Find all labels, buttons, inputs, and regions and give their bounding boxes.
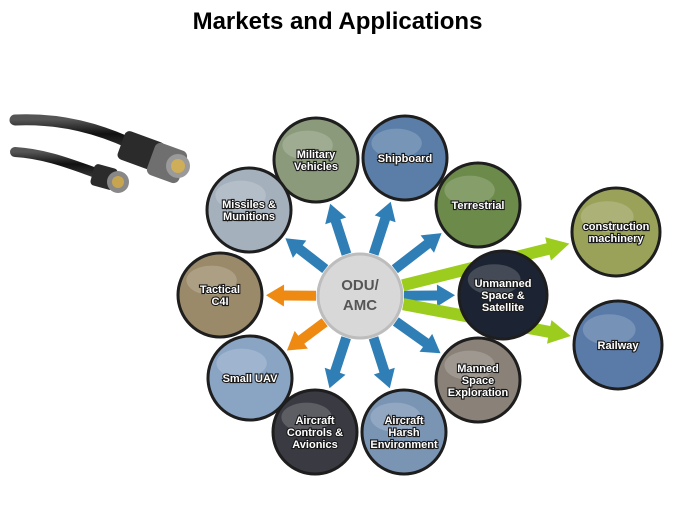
- arrow-to-unmanned-space: [404, 284, 455, 307]
- node-label: Terrestrial: [452, 200, 505, 212]
- node-label: machinery: [588, 233, 644, 245]
- node-photo-circle: [360, 388, 448, 476]
- arrow-to-shipboard: [368, 201, 396, 256]
- arrow-to-tactical-c4i: [266, 284, 316, 307]
- node-label: construction: [583, 221, 650, 233]
- hub-label-line-2: AMC: [343, 297, 377, 314]
- node-label: Environment: [370, 439, 438, 451]
- node-label: Railway: [598, 340, 640, 352]
- node-photo-circle: [457, 249, 549, 341]
- arrow-to-military-vehicles: [325, 203, 352, 256]
- arrow-to-aircraft-harsh: [368, 336, 395, 389]
- node-label: Aircraft: [384, 415, 423, 427]
- node-missiles: Missiles &Munitions: [205, 166, 293, 254]
- arrow-to-small-uav: [286, 318, 328, 351]
- page-title: Markets and Applications: [192, 8, 483, 35]
- hub-label-line-1: ODU/: [341, 277, 379, 294]
- node-label: Controls &: [287, 427, 343, 439]
- node-photo-circle: [176, 251, 264, 339]
- node-label: Military: [297, 149, 336, 161]
- node-label: Shipboard: [378, 153, 432, 165]
- node-label: Manned: [457, 363, 499, 375]
- arrow-to-manned-space: [392, 317, 441, 354]
- node-label: Space &: [481, 290, 524, 302]
- node-photo-circle: [434, 161, 522, 249]
- node-photo-circle: [570, 186, 662, 278]
- node-label: Small UAV: [223, 373, 278, 385]
- node-label: C4I: [211, 296, 228, 308]
- arrow-to-aircraft-controls: [324, 336, 351, 389]
- node-label: Harsh: [388, 427, 419, 439]
- node-label: Munitions: [223, 211, 275, 223]
- node-label: Missiles &: [222, 199, 276, 211]
- node-label: Avionics: [292, 439, 337, 451]
- node-label: Space: [462, 375, 494, 387]
- node-shipboard: Shipboard: [361, 114, 449, 202]
- node-label: Unmanned: [475, 278, 532, 290]
- node-photo-circle: [572, 299, 664, 391]
- arrow-to-terrestrial: [391, 233, 442, 274]
- hub-node: ODU/ AMC: [316, 252, 404, 340]
- node-label: Vehicles: [294, 161, 338, 173]
- node-photo-circle: [206, 334, 294, 422]
- node-label: Tactical: [200, 284, 240, 296]
- node-photo-circle: [205, 166, 293, 254]
- node-photo-circle: [272, 116, 360, 204]
- cable-connector-image: [9, 114, 190, 193]
- arrow-to-missiles: [285, 238, 329, 273]
- node-railway: Railway: [572, 299, 664, 391]
- node-terrestrial: Terrestrial: [434, 161, 522, 249]
- node-small-uav: Small UAV: [206, 334, 294, 422]
- node-photo-circle: [271, 388, 359, 476]
- node-label: Satellite: [482, 302, 524, 314]
- node-label: Aircraft: [295, 415, 334, 427]
- node-label: Exploration: [448, 387, 509, 399]
- node-photo-circle: [434, 336, 522, 424]
- node-photo-circle: [361, 114, 449, 202]
